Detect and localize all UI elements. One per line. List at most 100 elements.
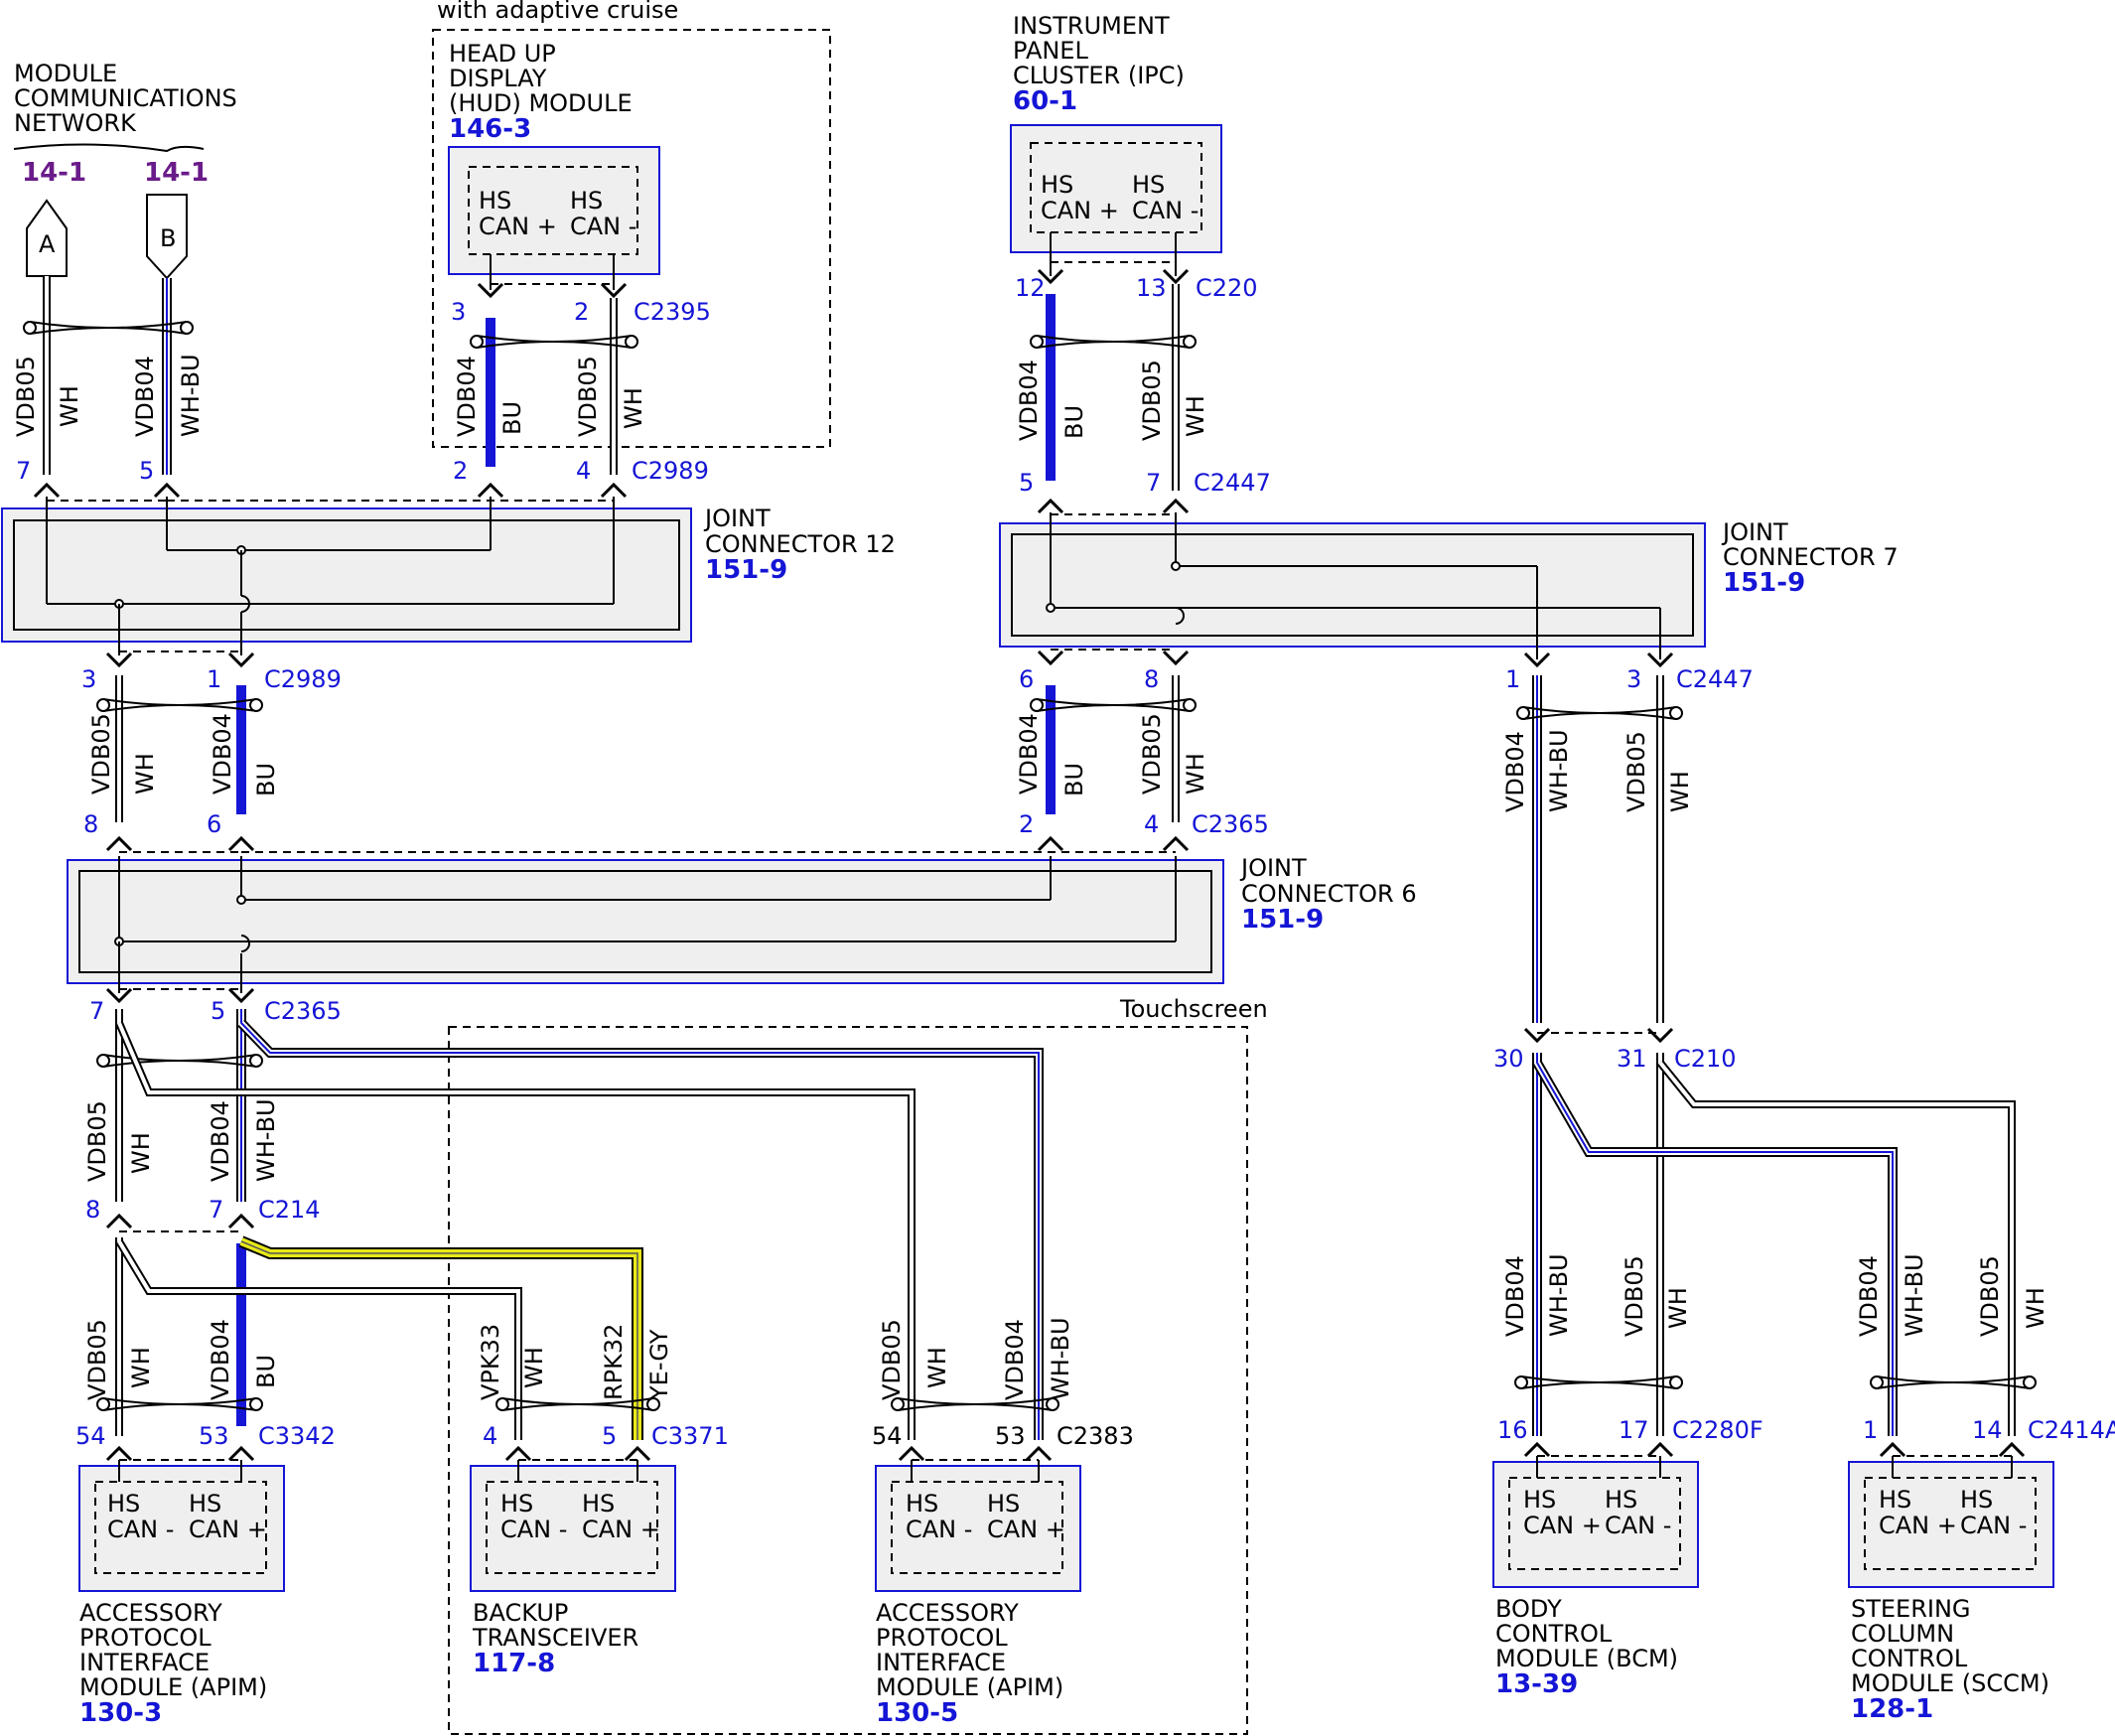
bcm-box[interactable] bbox=[1492, 1461, 1699, 1588]
twist-sccm-end1 bbox=[1870, 1375, 1884, 1389]
color-whbu-c2383: WH-BU bbox=[1047, 1317, 1074, 1400]
arrow-c3342-54 bbox=[105, 1445, 133, 1462]
pin-7-network: 7 bbox=[16, 457, 31, 485]
node-a-label: A bbox=[39, 230, 56, 258]
connector-c214[interactable]: C214 bbox=[258, 1196, 321, 1224]
circuit-vdb04-j7: VDB04 bbox=[1015, 713, 1043, 795]
color-wh-c3342: WH bbox=[127, 1347, 155, 1388]
connector-c2365-low[interactable]: C2365 bbox=[264, 997, 342, 1025]
connector-c2383[interactable]: C2383 bbox=[1057, 1422, 1134, 1450]
circuit-vdb04-bcm: VDB04 bbox=[1501, 1255, 1529, 1337]
color-wh-j7b: WH bbox=[1666, 771, 1694, 812]
wire-c210-sccm-wh-core bbox=[1658, 1061, 2014, 1436]
arrow-hud-3 bbox=[477, 282, 504, 299]
adaptive-cruise-label: with adaptive cruise bbox=[437, 0, 678, 24]
connector-c3342[interactable]: C3342 bbox=[258, 1422, 336, 1450]
circuit-vdb05-bcm: VDB05 bbox=[1621, 1255, 1648, 1337]
connector-c2395[interactable]: C2395 bbox=[634, 298, 711, 326]
connector-c2365-mid[interactable]: C2365 bbox=[1192, 810, 1269, 838]
twist-hud-end2 bbox=[625, 335, 638, 349]
joint-connector-7-inner bbox=[1011, 533, 1694, 637]
pin-16-c2280f: 16 bbox=[1497, 1416, 1528, 1444]
jc7-ref[interactable]: 151-9 bbox=[1723, 568, 1805, 598]
connector-c2280f[interactable]: C2280F bbox=[1672, 1416, 1763, 1444]
apim-130-3-box[interactable] bbox=[78, 1465, 285, 1592]
pin-4-c2365: 4 bbox=[1144, 810, 1159, 838]
ipc-pin-canminus: CAN - bbox=[1132, 197, 1198, 224]
jc7-title-line1: JOINT bbox=[1721, 518, 1788, 546]
pin-6-c2365: 6 bbox=[207, 810, 221, 838]
twist-sccm-end2 bbox=[2023, 1375, 2037, 1389]
network-ref-b[interactable]: 14-1 bbox=[144, 158, 209, 188]
network-ref-a[interactable]: 14-1 bbox=[22, 158, 86, 188]
connector-c220[interactable]: C220 bbox=[1196, 274, 1258, 302]
arrow-c3342-53 bbox=[227, 1445, 255, 1462]
wire-layer bbox=[23, 232, 2037, 1482]
connector-c2447-mid[interactable]: C2447 bbox=[1676, 665, 1754, 693]
pin-6-c2447: 6 bbox=[1019, 665, 1034, 693]
sccm-ref[interactable]: 128-1 bbox=[1851, 1694, 1933, 1724]
backup-transceiver-box[interactable] bbox=[470, 1465, 676, 1592]
ipc-module-box[interactable] bbox=[1010, 124, 1222, 253]
connector-c210[interactable]: C210 bbox=[1674, 1045, 1737, 1073]
twist-jc7-c210-end1 bbox=[1516, 706, 1530, 720]
arrow-ipc-12 bbox=[1037, 268, 1064, 285]
node-b-shape[interactable] bbox=[146, 194, 188, 280]
color-bu-c3342: BU bbox=[252, 1355, 280, 1388]
twist-apim2-end2 bbox=[1046, 1397, 1059, 1411]
circuit-vdb04-hud: VDB04 bbox=[453, 356, 481, 437]
bcm-ref[interactable]: 13-39 bbox=[1495, 1669, 1578, 1699]
backup-ref[interactable]: 117-8 bbox=[473, 1649, 555, 1678]
connector-c2414a[interactable]: C2414A bbox=[2028, 1416, 2115, 1444]
apim2-pin-hs1: HS bbox=[906, 1490, 938, 1518]
backup-title-line2: TRANSCEIVER bbox=[472, 1624, 638, 1652]
arrow-jc6-out-5 bbox=[227, 987, 255, 1004]
circuit-vdb05-sccm: VDB05 bbox=[1976, 1255, 2004, 1337]
apim-130-5-box[interactable] bbox=[875, 1465, 1081, 1592]
circuit-vdb05-a: VDB05 bbox=[12, 356, 40, 437]
bcm-pin-canplus: CAN + bbox=[1523, 1512, 1602, 1539]
jc6-ref[interactable]: 151-9 bbox=[1241, 905, 1324, 935]
circuit-vdb04-ipc: VDB04 bbox=[1015, 360, 1043, 441]
sccm-pin-canminus: CAN - bbox=[1960, 1512, 2027, 1539]
pin-53-c3342: 53 bbox=[199, 1422, 229, 1450]
network-title-line2: COMMUNICATIONS bbox=[14, 84, 237, 112]
jc12-title-line2: CONNECTOR 12 bbox=[705, 530, 896, 558]
circuit-vdb04-b: VDB04 bbox=[131, 356, 159, 437]
connector-c3371[interactable]: C3371 bbox=[651, 1422, 729, 1450]
pin-3-c2989: 3 bbox=[81, 665, 96, 693]
pin-7-c2365: 7 bbox=[89, 997, 104, 1025]
pin-12-c220: 12 bbox=[1015, 274, 1046, 302]
pin-1-c2414a: 1 bbox=[1863, 1416, 1878, 1444]
arrow-hud-jc12-2 bbox=[477, 482, 504, 499]
apim1-title-line4: MODULE (APIM) bbox=[79, 1673, 267, 1701]
apim2-title-line2: PROTOCOL bbox=[876, 1624, 1008, 1652]
adaptive-cruise-boundary bbox=[432, 29, 831, 448]
connector-c2989-mid[interactable]: C2989 bbox=[264, 665, 342, 693]
hud-module-box[interactable] bbox=[448, 146, 660, 275]
sccm-pin-hs2: HS bbox=[1960, 1486, 1993, 1514]
circuit-vdb04-c3342: VDB04 bbox=[207, 1319, 234, 1400]
jc12-ref[interactable]: 151-9 bbox=[705, 555, 787, 585]
arrow-c3371-5 bbox=[624, 1445, 651, 1462]
apim-130-3-inner bbox=[94, 1481, 267, 1574]
wire-c214-backup-wh bbox=[115, 1238, 522, 1440]
twist-apim2-end1 bbox=[891, 1397, 905, 1411]
circuit-vdb04-c2383: VDB04 bbox=[1001, 1319, 1029, 1400]
connector-c2447-top[interactable]: C2447 bbox=[1194, 469, 1271, 497]
hud-ref[interactable]: 146-3 bbox=[449, 114, 531, 144]
ipc-ref[interactable]: 60-1 bbox=[1013, 86, 1077, 116]
sccm-box[interactable] bbox=[1848, 1461, 2054, 1588]
connector-c2989-top[interactable]: C2989 bbox=[632, 457, 709, 485]
apim1-ref[interactable]: 130-3 bbox=[79, 1698, 162, 1728]
arrow-c3371-4 bbox=[504, 1445, 532, 1462]
wire-c210-sccm-whbu-stripe bbox=[1536, 1062, 1894, 1436]
color-wh-j12: WH bbox=[131, 753, 159, 795]
pin-5-c2365: 5 bbox=[211, 997, 225, 1025]
hud-module-inner bbox=[468, 166, 638, 255]
circuit-vdb05-j12: VDB05 bbox=[87, 713, 115, 795]
apim2-ref[interactable]: 130-5 bbox=[876, 1698, 958, 1728]
sccm-pin-canplus: CAN + bbox=[1879, 1512, 1957, 1539]
node-a-shape[interactable] bbox=[26, 199, 68, 277]
jc7-title-line2: CONNECTOR 7 bbox=[1723, 543, 1899, 571]
